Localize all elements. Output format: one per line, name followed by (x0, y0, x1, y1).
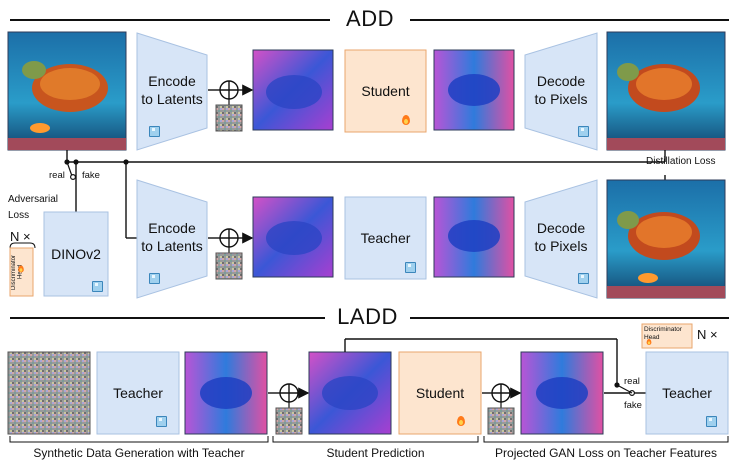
ice-icon (149, 273, 160, 284)
n-times-add: N × (10, 229, 31, 244)
encode-label-top: Encode to Latents (141, 73, 203, 108)
fake-label-ladd: fake (624, 400, 642, 411)
ice-icon (92, 281, 103, 292)
ice-icon (706, 416, 717, 427)
flame-icon (457, 416, 465, 426)
caption-student-prediction: Student Prediction (326, 446, 425, 460)
student-box-ladd (398, 351, 482, 435)
n-times-ladd: N × (697, 327, 718, 342)
teacher-output-latent (433, 196, 515, 278)
student-label-top: Student (361, 83, 410, 99)
teacher-label-ladd-disc: Teacher (662, 385, 712, 401)
ladd-title: LADD (337, 304, 398, 329)
add-title: ADD (346, 6, 394, 31)
plus-circle-icon (279, 383, 299, 403)
plus-circle-icon (491, 383, 511, 403)
ice-icon (156, 416, 167, 427)
disc-head-label-ladd: Discriminator Head (644, 326, 682, 341)
pure-noise-image (7, 351, 91, 435)
decoder-trapezoid-bottom (524, 179, 598, 299)
real-label-ladd: real (624, 376, 640, 387)
encoder-trapezoid-bottom (136, 179, 208, 299)
plus-circle-icon (219, 80, 239, 100)
decode-label-bottom: Decode to Pixels (534, 220, 588, 255)
student-output-noisy-latent (520, 351, 604, 435)
encoder-trapezoid-top (136, 32, 208, 151)
noise-patch (275, 407, 303, 435)
flame-icon (18, 265, 24, 273)
input-turtle-image (7, 31, 127, 151)
output-turtle-image-top (606, 31, 726, 151)
decode-label-top: Decode to Pixels (534, 73, 588, 108)
caption-projected-gan-loss: Projected GAN Loss on Teacher Features (495, 446, 717, 460)
adversarial-loss-label: Adversarial Loss (8, 194, 59, 221)
distillation-loss-label: Distillation Loss (646, 156, 716, 167)
ice-icon (405, 262, 416, 273)
plus-circle-icon (219, 228, 239, 248)
ice-icon (578, 126, 589, 137)
noisy-latent-image-bottom (252, 196, 334, 278)
teacher-synthetic-latent (184, 351, 268, 435)
student-box-top (344, 49, 427, 133)
ice-icon (149, 126, 160, 137)
noisy-latent-ladd (308, 351, 392, 435)
decoder-trapezoid-top (524, 32, 598, 151)
student-label-ladd: Student (415, 385, 465, 401)
encode-label-bottom: Encode to Latents (141, 220, 203, 255)
real-label-add: real (49, 170, 65, 181)
dinov2-label: DINOv2 (51, 246, 101, 262)
noise-patch (487, 407, 515, 435)
teacher-label-add: Teacher (360, 230, 411, 246)
noise-patch (215, 252, 243, 280)
student-output-latent (433, 49, 515, 131)
caption-synthetic-data: Synthetic Data Generation with Teacher (33, 446, 245, 460)
ice-icon (578, 273, 589, 284)
noise-patch (215, 104, 243, 132)
flame-icon (402, 115, 410, 125)
noisy-latent-image-top (252, 49, 334, 131)
fake-label-add: fake (82, 170, 100, 181)
teacher-label-ladd-gen: Teacher (113, 385, 163, 401)
output-turtle-image-bottom (606, 179, 726, 299)
flame-icon (646, 339, 652, 345)
